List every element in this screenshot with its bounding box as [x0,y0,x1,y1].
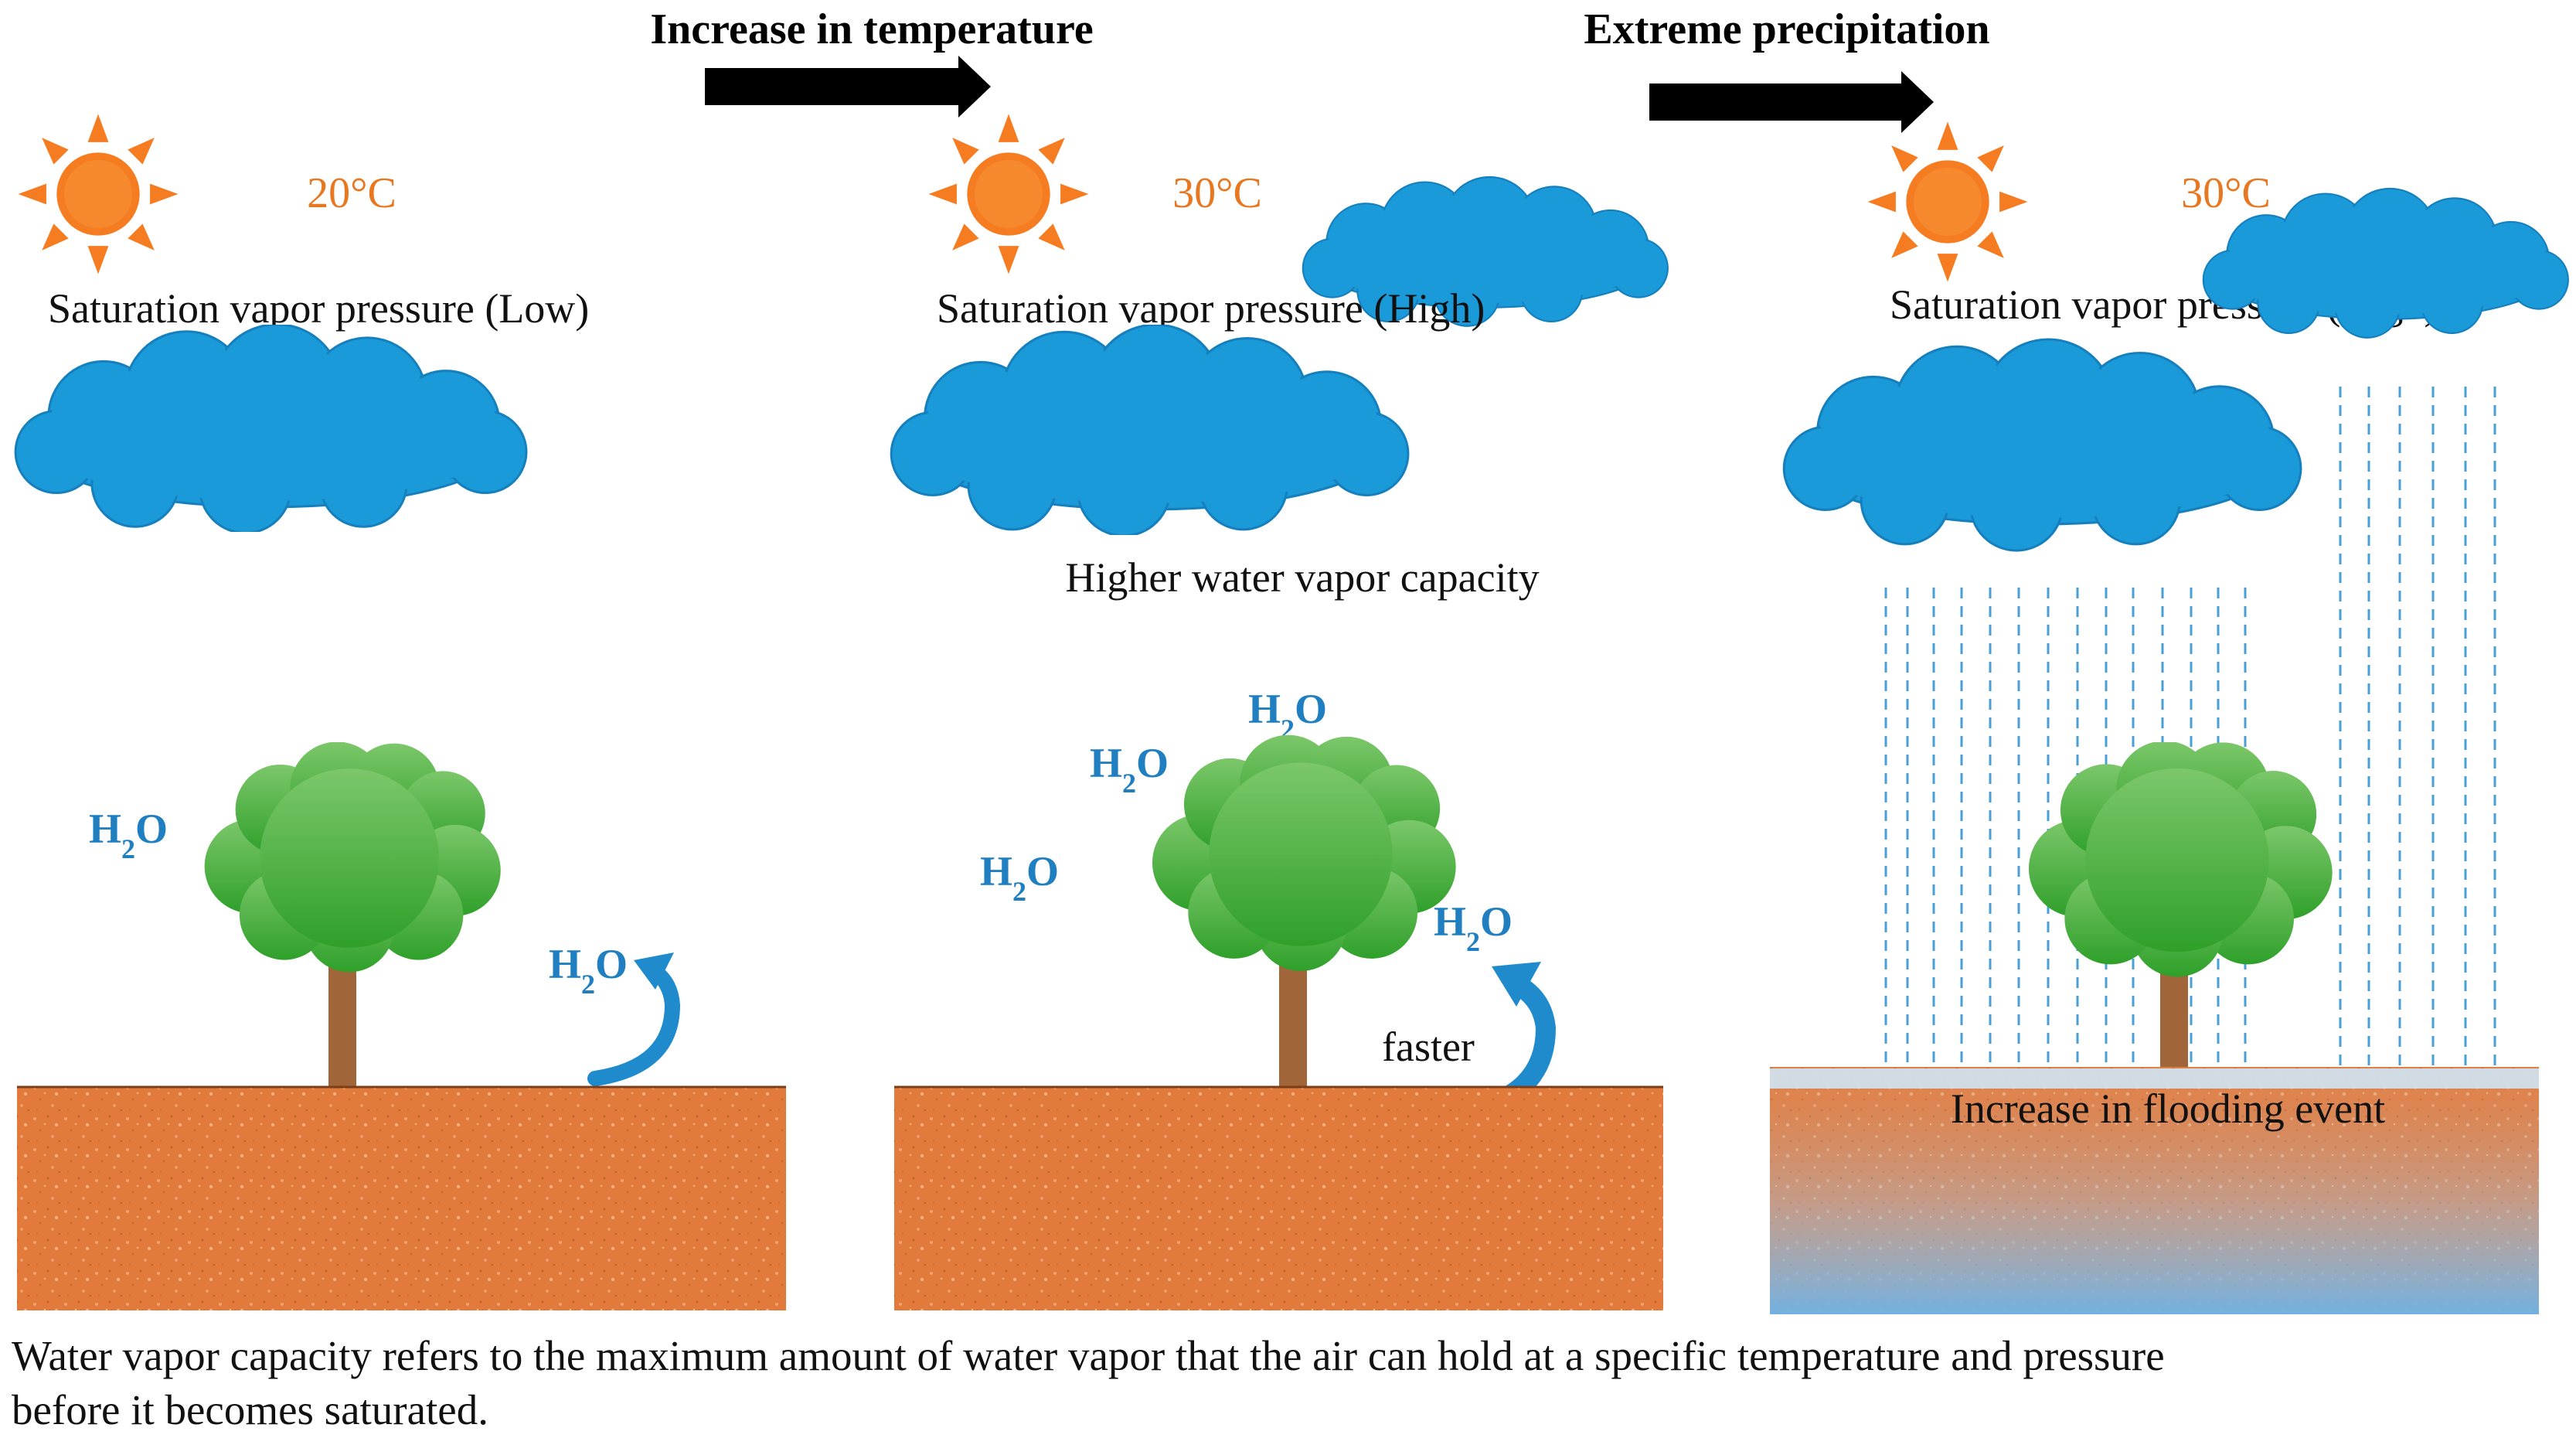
h2o-label: H2O [89,806,168,864]
flood-water [1770,1067,2539,1314]
soil-block [17,1086,786,1310]
caption-line-2: before it becomes saturated. [12,1386,488,1433]
temperature-label: 20°C [307,169,396,217]
tree-icon [204,742,501,973]
soil-block [894,1086,1663,1310]
h2o-label: H2O [980,848,1059,907]
arrow-right-icon [1649,71,1934,133]
extreme-precipitation-header: Extreme precipitation [1584,5,1989,53]
curved-arrow-head [1492,962,1541,1007]
panel-high-temperature: 30°C Saturation vapor pressure (High) Hi… [890,114,1669,1310]
sun-icon [1867,121,2028,282]
h2o-label: H2O [1090,740,1169,799]
curved-arrow-icon [587,963,681,1086]
capacity-label: Higher water vapor capacity [1065,554,1539,601]
water-surface [1770,1068,2539,1089]
tree-trunk [1279,951,1307,1090]
faster-label: faster [1382,1024,1475,1070]
h2o-label: H2O [1434,898,1513,957]
caption-line-1: Water vapor capacity refers to the maxim… [12,1332,2165,1379]
tree-trunk [328,951,356,1090]
sun-icon [928,114,1089,274]
temperature-label: 30°C [1172,169,1262,217]
temperature-label: 30°C [2181,169,2271,217]
h2o-label: H2O [549,941,628,1000]
sun-icon [18,114,179,274]
cloud-icon [890,325,1410,535]
flood-label: Increase in flooding event [1951,1085,2385,1132]
cloud-icon [14,325,528,532]
increase-temperature-header: Increase in temperature [650,5,1093,53]
arrow-right-icon [705,56,991,118]
saturation-label: Saturation vapor pressure (Low) [48,285,589,332]
tree-icon [2028,742,2333,977]
panel-extreme-precipitation: 30°C Saturation vapor pressure (High) [1770,121,2570,1314]
saturation-label: Saturation vapor pressure (High) [937,285,1485,332]
tree-icon [1152,734,1456,972]
cloud-icon [1782,338,2302,552]
curved-arrow-head [634,952,674,990]
panel-low-temperature: 20°C Saturation vapor pressure (Low) H2O… [14,114,786,1310]
